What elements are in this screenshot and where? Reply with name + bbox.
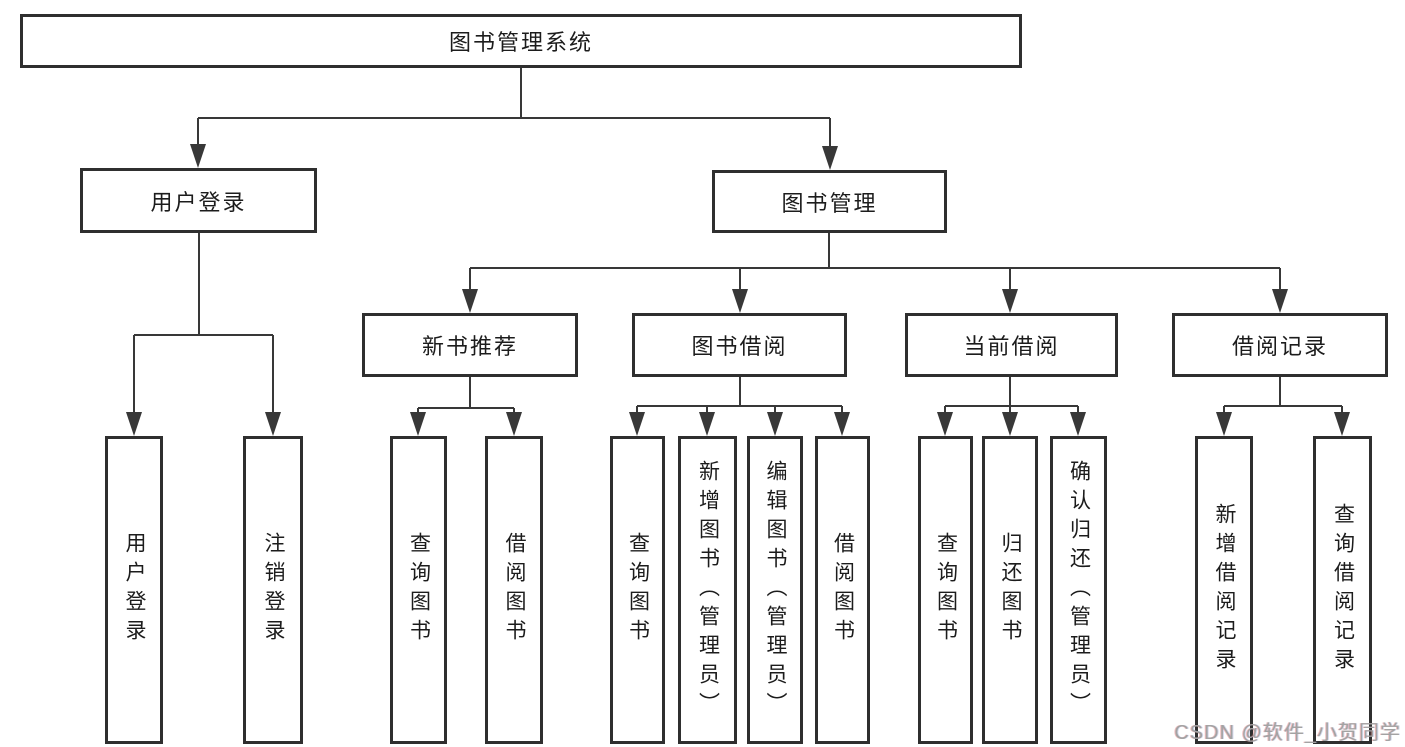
leaf-edit-book-admin: 编辑图书（管理员） <box>747 436 803 744</box>
arrow-icon <box>1002 289 1018 313</box>
arrow-icon <box>410 412 426 436</box>
leaf-borrow-books: 借阅图书 <box>815 436 870 744</box>
connector-mgmt-to-groups <box>468 233 1282 295</box>
leaf-query-borrow-record: 查询借阅记录 <box>1313 436 1372 744</box>
arrow-icon <box>822 146 838 170</box>
connector-newbook-to-leaves <box>416 377 516 416</box>
arrow-icon <box>1002 412 1018 436</box>
arrow-icon <box>699 412 715 436</box>
leaf-logout: 注销登录 <box>243 436 303 744</box>
arrow-icon <box>1070 412 1086 436</box>
arrow-icon <box>834 412 850 436</box>
node-borrow-records: 借阅记录 <box>1172 313 1388 377</box>
arrow-icon <box>265 412 281 436</box>
arrow-icon <box>767 412 783 436</box>
arrow-icon <box>126 412 142 436</box>
watermark: CSDN @软件_小贺同学 <box>1174 722 1401 744</box>
arrow-icon <box>1216 412 1232 436</box>
node-book-management: 图书管理 <box>712 170 947 233</box>
arrow-icon <box>732 289 748 313</box>
arrowheads <box>126 144 1350 436</box>
leaf-query-books-borrow: 查询图书 <box>610 436 665 744</box>
connector-currentborrow-to-leaves <box>943 377 1080 416</box>
leaf-borrow-books-recommend: 借阅图书 <box>485 436 543 744</box>
leaf-query-books-current: 查询图书 <box>918 436 973 744</box>
node-new-book-recommend: 新书推荐 <box>362 313 578 377</box>
arrow-icon <box>937 412 953 436</box>
leaf-return-books: 归还图书 <box>982 436 1038 744</box>
node-user-login: 用户登录 <box>80 168 317 233</box>
arrow-icon <box>506 412 522 436</box>
connector-records-to-leaves <box>1222 377 1344 416</box>
connector-login-to-leaves <box>132 233 275 416</box>
arrow-icon <box>1334 412 1350 436</box>
arrow-icon <box>190 144 206 168</box>
connector-root-to-level2 <box>196 68 832 150</box>
arrow-icon <box>1272 289 1288 313</box>
arrow-icon <box>629 412 645 436</box>
node-root: 图书管理系统 <box>20 14 1022 68</box>
leaf-add-book-admin: 新增图书（管理员） <box>678 436 737 744</box>
leaf-confirm-return-admin: 确认归还（管理员） <box>1050 436 1107 744</box>
arrow-icon <box>462 289 478 313</box>
leaf-query-books-recommend: 查询图书 <box>390 436 447 744</box>
leaf-add-borrow-record: 新增借阅记录 <box>1195 436 1253 744</box>
node-book-borrow: 图书借阅 <box>632 313 847 377</box>
node-current-borrow: 当前借阅 <box>905 313 1118 377</box>
leaf-user-login: 用户登录 <box>105 436 163 744</box>
connector-bookborrow-to-leaves <box>635 377 844 416</box>
